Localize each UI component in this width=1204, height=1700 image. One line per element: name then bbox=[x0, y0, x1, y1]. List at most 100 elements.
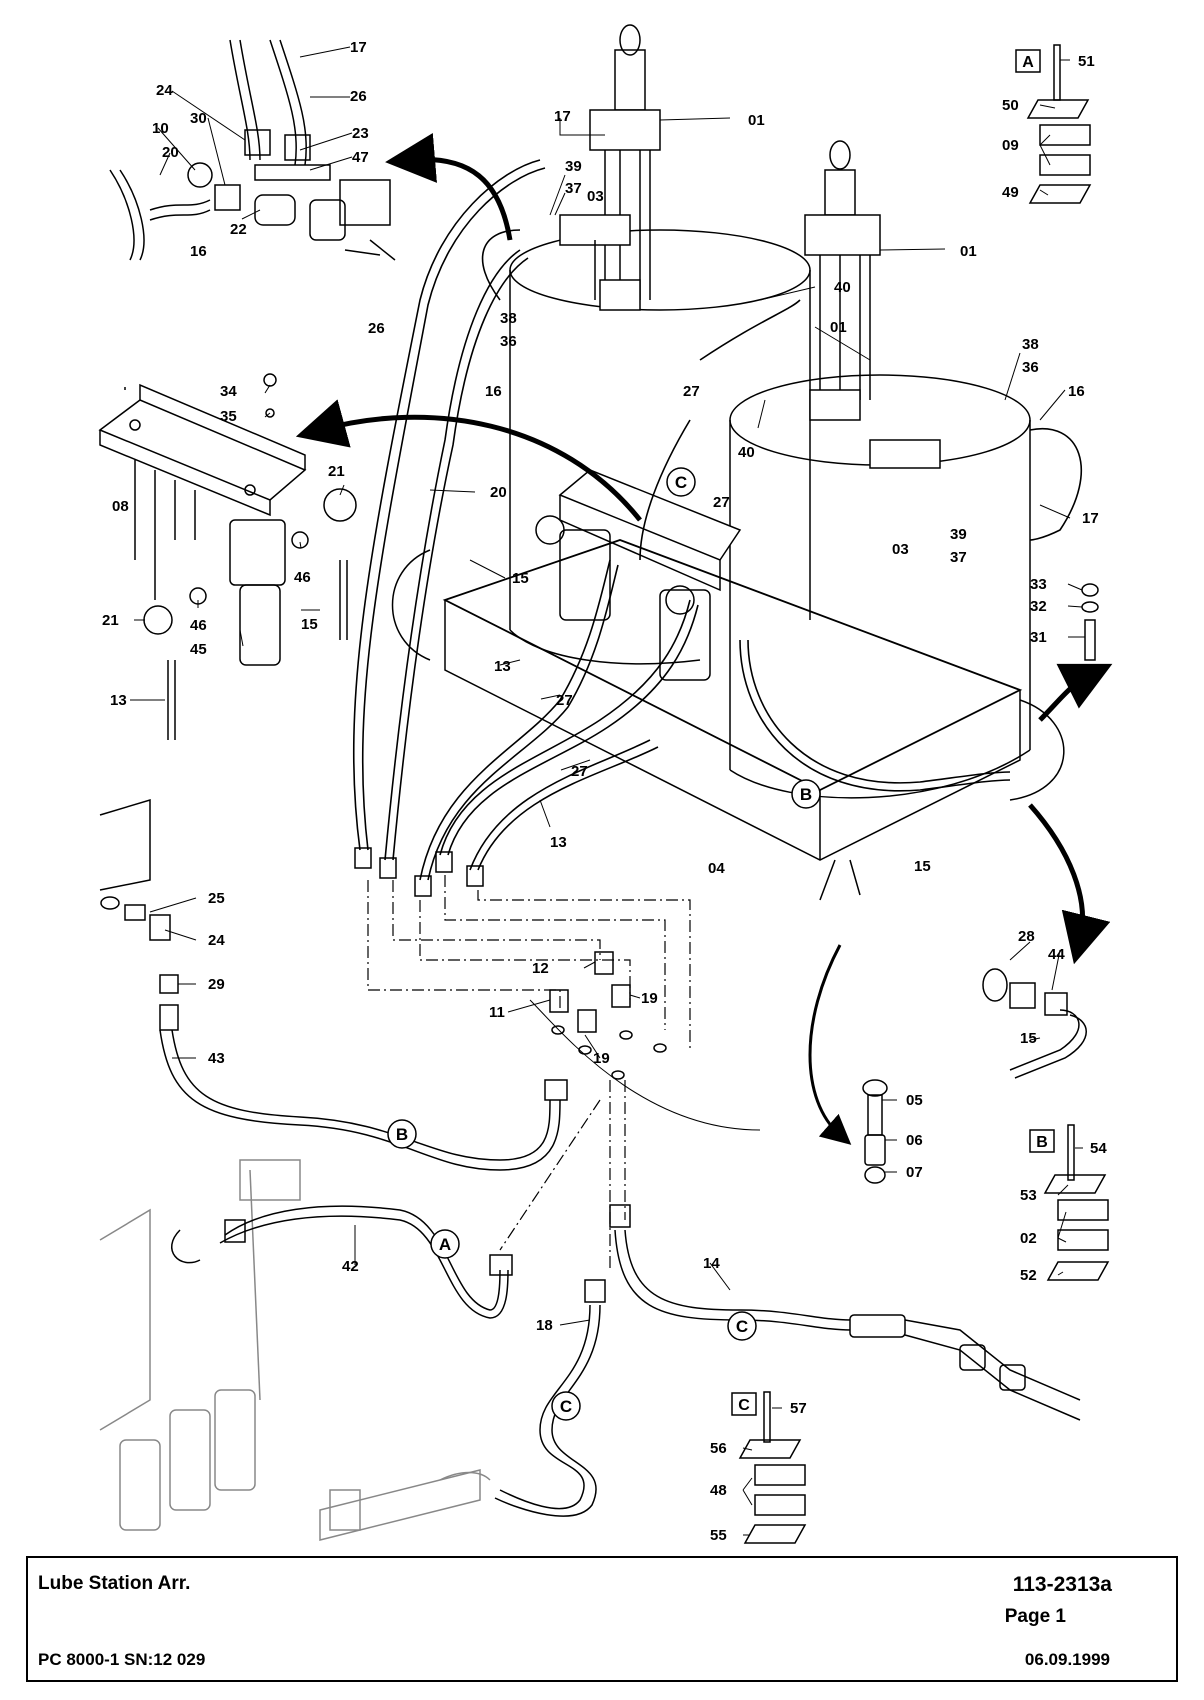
callout-15: 15 bbox=[1020, 1030, 1037, 1047]
callout-01: 01 bbox=[960, 243, 977, 260]
callout-30: 30 bbox=[190, 110, 207, 127]
callout-49: 49 bbox=[1002, 184, 1019, 201]
callout-47: 47 bbox=[352, 149, 369, 166]
callout-42: 42 bbox=[342, 1258, 359, 1275]
callout-46: 46 bbox=[190, 617, 207, 634]
pump-01-rear bbox=[559, 24, 661, 311]
callout-06: 06 bbox=[906, 1132, 923, 1149]
callout-13: 13 bbox=[550, 834, 567, 851]
callout-20: 20 bbox=[490, 484, 507, 501]
callout-38: 38 bbox=[500, 310, 517, 327]
callout-15: 15 bbox=[301, 616, 318, 633]
bolt-detail-05-07 bbox=[862, 1079, 888, 1184]
callout-16: 16 bbox=[1068, 383, 1085, 400]
callout-31: 31 bbox=[1030, 629, 1047, 646]
callout-27: 27 bbox=[683, 383, 700, 400]
front-grease-barrel bbox=[729, 374, 1031, 799]
callout-32: 32 bbox=[1030, 598, 1047, 615]
svg-text:B: B bbox=[396, 1125, 408, 1144]
callout-16: 16 bbox=[190, 243, 207, 260]
svg-text:A: A bbox=[1022, 54, 1034, 71]
svg-text:C: C bbox=[736, 1317, 748, 1336]
callout-35: 35 bbox=[220, 408, 237, 425]
hose-end-fittings bbox=[354, 847, 484, 897]
callout-21: 21 bbox=[328, 463, 345, 480]
callout-44: 44 bbox=[1048, 946, 1065, 963]
callout-23: 23 bbox=[352, 125, 369, 142]
callout-01: 01 bbox=[748, 112, 765, 129]
callout-43: 43 bbox=[208, 1050, 225, 1067]
svg-text:B: B bbox=[800, 785, 812, 804]
callout-37: 37 bbox=[950, 549, 967, 566]
bottom-left-equipment bbox=[99, 1159, 491, 1541]
callout-54: 54 bbox=[1090, 1140, 1107, 1157]
callout-02: 02 bbox=[1020, 1230, 1037, 1247]
leader-lines bbox=[130, 46, 1085, 1536]
clamp-detail-c bbox=[738, 1391, 807, 1544]
routing-marker-c-3: C bbox=[727, 1311, 757, 1341]
callout-19: 19 bbox=[593, 1050, 610, 1067]
callout-46: 46 bbox=[294, 569, 311, 586]
adapter-fittings-11-12-19 bbox=[549, 951, 667, 1080]
callout-18: 18 bbox=[536, 1317, 553, 1334]
callout-19: 19 bbox=[641, 990, 658, 1007]
callout-34: 34 bbox=[220, 383, 237, 400]
callout-40: 40 bbox=[834, 279, 851, 296]
callout-03: 03 bbox=[587, 188, 604, 205]
hose-18 bbox=[494, 1279, 606, 1517]
svg-text:C: C bbox=[675, 473, 687, 492]
callout-29: 29 bbox=[208, 976, 225, 993]
svg-text:C: C bbox=[560, 1397, 572, 1416]
callout-52: 52 bbox=[1020, 1267, 1037, 1284]
routing-dash-lines bbox=[367, 875, 691, 1270]
callout-25: 25 bbox=[208, 890, 225, 907]
callout-05: 05 bbox=[906, 1092, 923, 1109]
callout-12: 12 bbox=[532, 960, 549, 977]
detail-box-a: A bbox=[1015, 49, 1041, 73]
callout-01: 01 bbox=[830, 319, 847, 336]
page-number: Page 1 bbox=[1004, 1606, 1066, 1627]
callout-27: 27 bbox=[556, 692, 573, 709]
callout-13: 13 bbox=[494, 658, 511, 675]
callout-17: 17 bbox=[1082, 510, 1099, 527]
callout-03: 03 bbox=[892, 541, 909, 558]
callout-37: 37 bbox=[565, 180, 582, 197]
svg-text:B: B bbox=[1036, 1134, 1048, 1151]
callout-10: 10 bbox=[152, 120, 169, 137]
clamp-detail-b bbox=[1043, 1124, 1110, 1281]
hose-43-detail bbox=[99, 798, 761, 1171]
model-serial: PC 8000-1 SN:12 029 bbox=[38, 1650, 206, 1669]
callout-53: 53 bbox=[1020, 1187, 1037, 1204]
drawing-title: Lube Station Arr. bbox=[38, 1573, 191, 1594]
callout-36: 36 bbox=[500, 333, 517, 350]
detail-box-b: B bbox=[1029, 1129, 1055, 1153]
left-filter-detail bbox=[98, 373, 357, 740]
callout-24: 24 bbox=[208, 932, 225, 949]
stud-detail-31-33 bbox=[1081, 583, 1099, 661]
callout-22: 22 bbox=[230, 221, 247, 238]
main-hose-bundle bbox=[352, 159, 1083, 881]
callout-24: 24 bbox=[156, 82, 173, 99]
right-fitting-detail bbox=[982, 968, 1087, 1079]
routing-marker-b-2: B bbox=[387, 1119, 417, 1149]
callout-40: 40 bbox=[738, 444, 755, 461]
callout-57: 57 bbox=[790, 1400, 807, 1417]
callout-13: 13 bbox=[110, 692, 127, 709]
top-left-fitting-detail bbox=[109, 39, 396, 261]
callout-48: 48 bbox=[710, 1482, 727, 1499]
drawing-date: 06.09.1999 bbox=[1024, 1650, 1110, 1669]
callout-26: 26 bbox=[368, 320, 385, 337]
callout-45: 45 bbox=[190, 641, 207, 658]
callout-51: 51 bbox=[1078, 53, 1095, 70]
svg-text:A: A bbox=[439, 1235, 451, 1254]
callout-39: 39 bbox=[950, 526, 967, 543]
callout-26: 26 bbox=[350, 88, 367, 105]
callout-17: 17 bbox=[554, 108, 571, 125]
hose-14 bbox=[609, 1204, 1081, 1421]
callout-04: 04 bbox=[708, 860, 725, 877]
callout-55: 55 bbox=[710, 1527, 727, 1544]
callout-17: 17 bbox=[350, 39, 367, 56]
callout-14: 14 bbox=[703, 1255, 720, 1272]
callout-15: 15 bbox=[512, 570, 529, 587]
